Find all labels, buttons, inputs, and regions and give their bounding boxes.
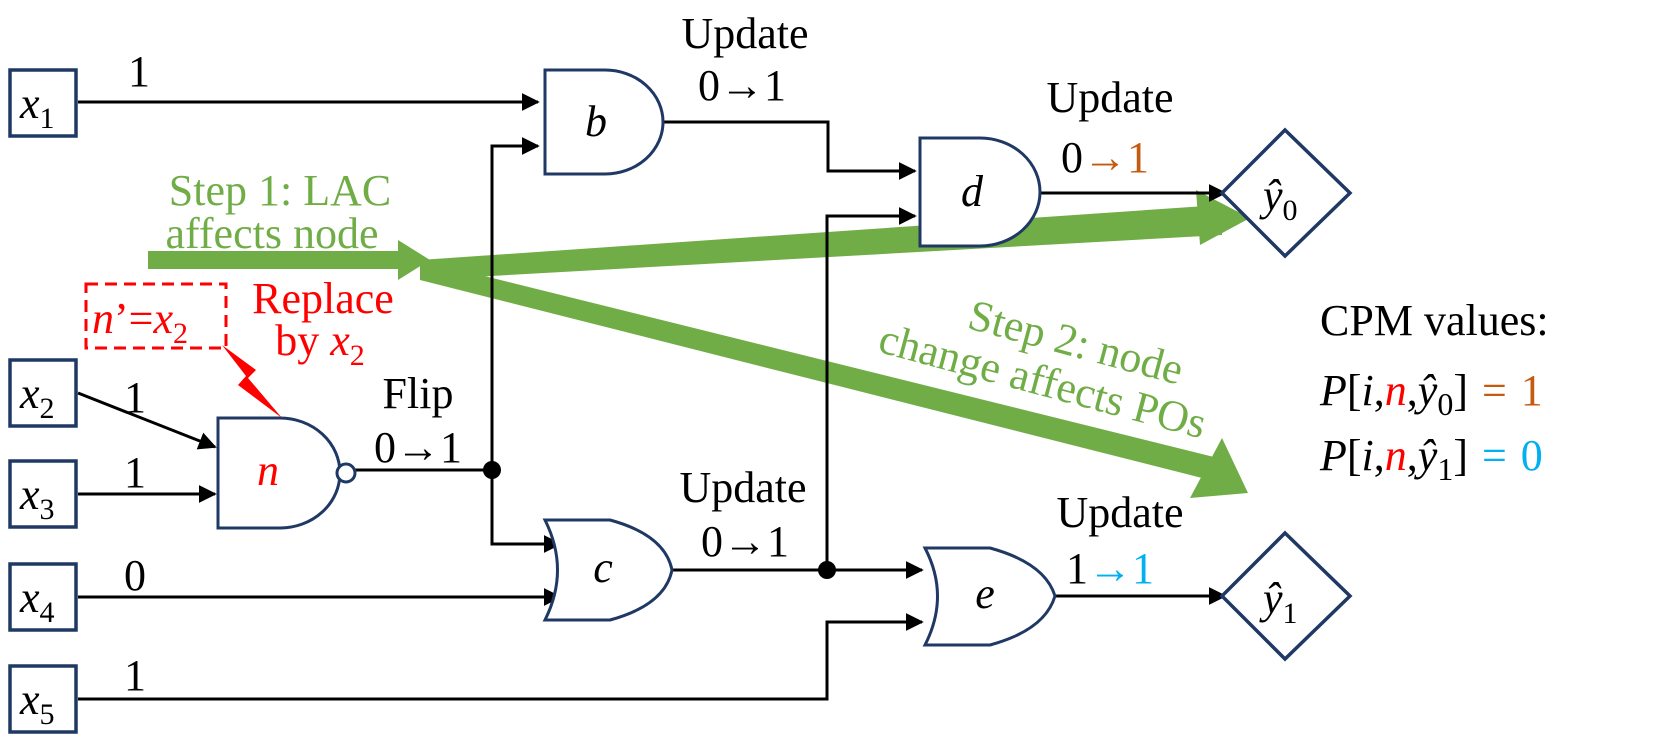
update-label-d: Update 0→1 (1046, 73, 1173, 182)
input-x4: x4 (8, 562, 78, 632)
x2-value: 1 (124, 373, 146, 422)
svg-text:Flip: Flip (383, 369, 454, 418)
input-x5: x5 (8, 664, 78, 734)
svg-text:x5: x5 (19, 675, 55, 731)
and-gate-b: b (543, 68, 665, 176)
svg-text:x1: x1 (19, 79, 55, 135)
junction-c (818, 561, 836, 579)
input-x2: x2 (8, 358, 78, 428)
nand-gate-n: n (216, 416, 357, 530)
svg-text:0→1: 0→1 (1061, 133, 1149, 182)
replace-box: n’=x2 (84, 282, 228, 350)
wire-n-b (490, 137, 540, 470)
and-gate-d: d (918, 136, 1042, 248)
svg-text:ŷ1: ŷ1 (1259, 574, 1298, 630)
or-gate-e: e (922, 546, 1057, 647)
step1-arrow (148, 240, 430, 280)
svg-text:Update: Update (1056, 488, 1183, 537)
update-label-e: Update 1→1 (1056, 488, 1183, 593)
svg-text:1→1: 1→1 (1066, 544, 1154, 593)
update-label-b: Update 0→1 (681, 9, 808, 110)
svg-text:affects node: affects node (166, 209, 379, 258)
gate-e-label: e (975, 569, 995, 618)
replace-text: Replace by x2 (252, 274, 394, 372)
svg-text:x3: x3 (19, 470, 55, 526)
cpm-values: CPM values: P[i,n,ŷ0]=1 P[i,n,ŷ1]=0 (1319, 296, 1549, 487)
flip-label: Flip 0→1 (374, 369, 462, 472)
gate-b-label: b (585, 97, 607, 146)
wire-b-d (662, 120, 917, 180)
svg-text:x4: x4 (19, 573, 55, 629)
svg-text:ŷ0: ŷ0 (1259, 171, 1298, 227)
input-x3: x3 (8, 459, 78, 529)
wire-n-c (490, 470, 562, 553)
update-label-c: Update 0→1 (679, 463, 806, 566)
svg-text:0→1: 0→1 (698, 61, 786, 110)
input-x1: x1 (8, 68, 78, 138)
x3-value: 1 (124, 448, 146, 497)
gate-n-label: n (257, 446, 279, 495)
wire-x2-n (77, 391, 217, 450)
cpm-row-0: P[i,n,ŷ0]=1 (1319, 366, 1543, 422)
x5-value: 1 (124, 651, 146, 700)
gate-d-label: d (961, 167, 984, 216)
svg-text:Replace: Replace (252, 274, 394, 323)
output-y0: ŷ0 (1219, 127, 1353, 259)
svg-text:Step 1: LAC: Step 1: LAC (169, 166, 391, 215)
svg-text:by x2: by x2 (275, 316, 365, 372)
svg-text:0→1: 0→1 (701, 517, 789, 566)
svg-text:n’=x2: n’=x2 (92, 294, 188, 350)
svg-text:x2: x2 (19, 369, 55, 425)
svg-text:Update: Update (1046, 73, 1173, 122)
wire-x5-e (78, 613, 924, 701)
x1-value: 1 (128, 47, 150, 96)
lightning-icon (222, 345, 282, 418)
x4-value: 0 (124, 551, 146, 600)
gate-c-label: c (593, 543, 613, 592)
step-fan-arrow-bottom (420, 260, 1248, 498)
svg-text:Update: Update (679, 463, 806, 512)
cpm-title: CPM values: (1320, 296, 1549, 345)
wire-c-d (825, 207, 917, 570)
step1-text: Step 1: LAC affects node (166, 166, 392, 258)
or-gate-c: c (542, 518, 674, 622)
cpm-row-1: P[i,n,ŷ1]=0 (1319, 431, 1543, 487)
svg-text:0→1: 0→1 (374, 423, 462, 472)
svg-text:Update: Update (681, 9, 808, 58)
output-y1: ŷ1 (1219, 530, 1353, 662)
junction-n (483, 461, 501, 479)
step-fan-arrow-top (420, 190, 1250, 280)
